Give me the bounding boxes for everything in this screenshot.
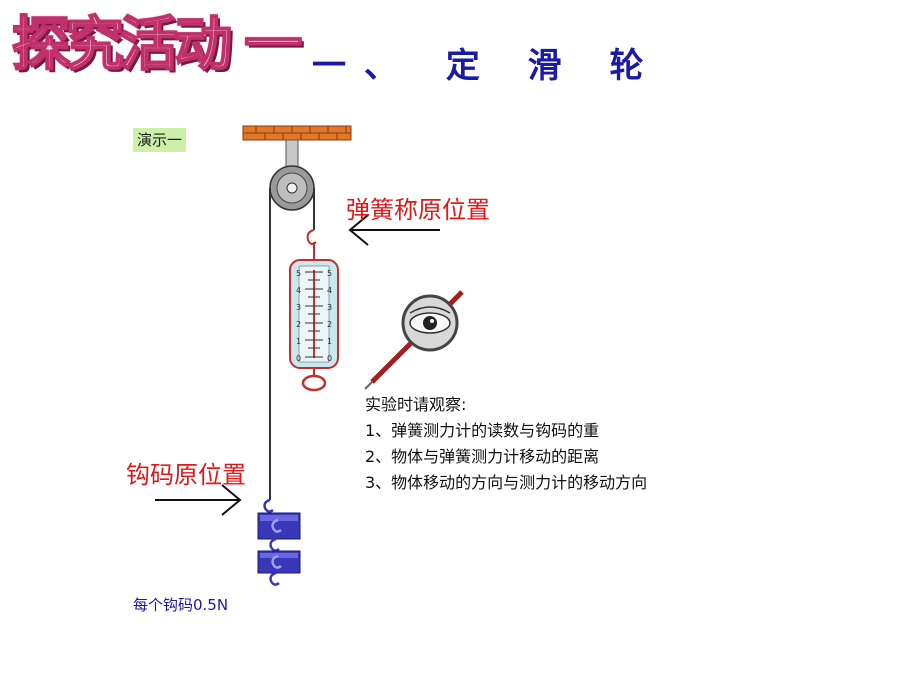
demo-label: 演示一 (133, 128, 187, 152)
observation-item: 2、物体与弹簧测力计移动的距离 (365, 447, 600, 466)
scale-tick-left-3: 3 (296, 303, 301, 312)
scale-tick-right-0: 0 (327, 354, 332, 363)
spring-scale-icon: 5 4 3 2 1 0 5 4 3 2 1 0 (289, 229, 339, 392)
scale-tick-left-2: 2 (296, 320, 301, 329)
spring-original-position-label: 弹簧称原位置 (346, 196, 490, 224)
arrow-left-icon (348, 214, 440, 246)
observation-item: 1、弹簧测力计的读数与钩码的重 (365, 421, 600, 440)
scale-tick-left-5: 5 (296, 269, 301, 278)
scale-tick-right-5: 5 (327, 269, 332, 278)
hook-original-position-label: 钩码原位置 (126, 461, 246, 489)
scale-tick-right-3: 3 (327, 303, 332, 312)
slide-subtitle: 一、 定 滑 轮 (312, 46, 662, 86)
scale-tick-right-2: 2 (327, 320, 332, 329)
scale-tick-left-0: 0 (296, 354, 301, 363)
scale-tick-left-1: 1 (296, 337, 301, 346)
slide-title: 探究活动 一 (11, 9, 303, 79)
weight-caption: 每个钩码0.5N (133, 596, 229, 614)
observation-item: 3、物体移动的方向与测力计的移动方向 (365, 473, 648, 492)
arrow-right-icon (155, 484, 242, 516)
observation-heading: 实验时请观察: (365, 395, 467, 414)
hook-weight-icon (257, 498, 301, 586)
scale-tick-right-1: 1 (327, 337, 332, 346)
pulley-icon (269, 139, 315, 211)
scale-tick-left-4: 4 (296, 286, 301, 295)
observation-list: 实验时请观察: 1、弹簧测力计的读数与钩码的重 2、物体与弹簧测力计移动的距离 … (365, 392, 647, 496)
eye-magnifier-icon (364, 290, 464, 390)
ceiling-brick (242, 125, 352, 141)
scale-tick-right-4: 4 (327, 286, 332, 295)
